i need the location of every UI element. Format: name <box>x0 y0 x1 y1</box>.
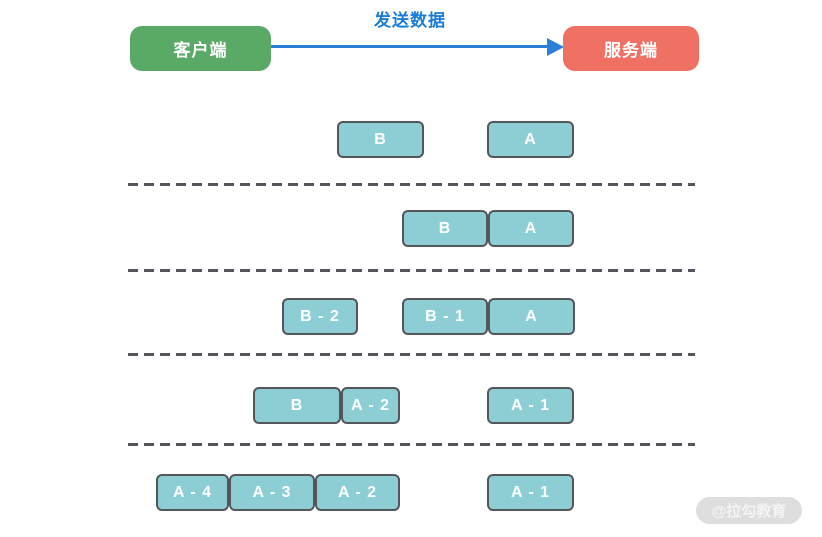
packet-box: B <box>337 121 424 158</box>
divider-dashed-line <box>128 443 695 446</box>
packet-box: A - 3 <box>229 474 315 511</box>
packet-box: B <box>253 387 341 424</box>
server-node: 服务端 <box>563 26 699 71</box>
client-label: 客户端 <box>173 41 228 60</box>
packet-box: B - 1 <box>402 298 488 335</box>
watermark-text: @拉勾教育 <box>711 503 787 520</box>
packet-box: A - 4 <box>156 474 229 511</box>
packet-box: A <box>487 121 574 158</box>
client-node: 客户端 <box>130 26 271 71</box>
packet-box: A - 1 <box>487 387 574 424</box>
arrow-line <box>271 45 549 48</box>
divider-dashed-line <box>128 183 695 186</box>
packet-box: B <box>402 210 488 247</box>
watermark-badge: @拉勾教育 <box>696 497 802 524</box>
divider-dashed-line <box>128 269 695 272</box>
packet-box: A <box>488 210 574 247</box>
server-label: 服务端 <box>604 41 658 60</box>
divider-dashed-line <box>128 353 695 356</box>
packet-box: B - 2 <box>282 298 358 335</box>
packet-box: A <box>488 298 575 335</box>
packet-box: A - 2 <box>341 387 400 424</box>
arrow-label: 发送数据 <box>374 11 446 30</box>
packet-box: A - 2 <box>315 474 400 511</box>
arrow-head-icon <box>547 38 564 56</box>
packet-box: A - 1 <box>487 474 574 511</box>
